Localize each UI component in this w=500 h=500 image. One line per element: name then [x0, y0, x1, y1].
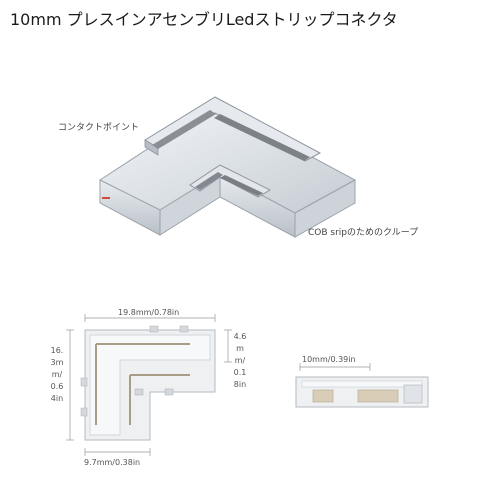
side-width-label: 10mm/0.39in — [302, 355, 356, 364]
left-height-label: 16.3mm/0.64in — [50, 346, 64, 403]
top-width-label: 19.8mm/0.78in — [118, 308, 180, 317]
right-height-label: 4.6mm/0.18in — [233, 332, 247, 389]
contact-point-label: コンタクトポイント — [58, 123, 140, 133]
cob-groove-label: COB sripのためのクループ — [308, 228, 419, 238]
bottom-width-label: 9.7mm/0.38in — [84, 458, 141, 467]
top-view-diagram — [66, 314, 232, 456]
product-photo — [98, 96, 357, 238]
side-view-diagram — [295, 363, 429, 408]
page-title: 10mm プレスインアセンブリLedストリップコネクタ — [10, 10, 398, 29]
